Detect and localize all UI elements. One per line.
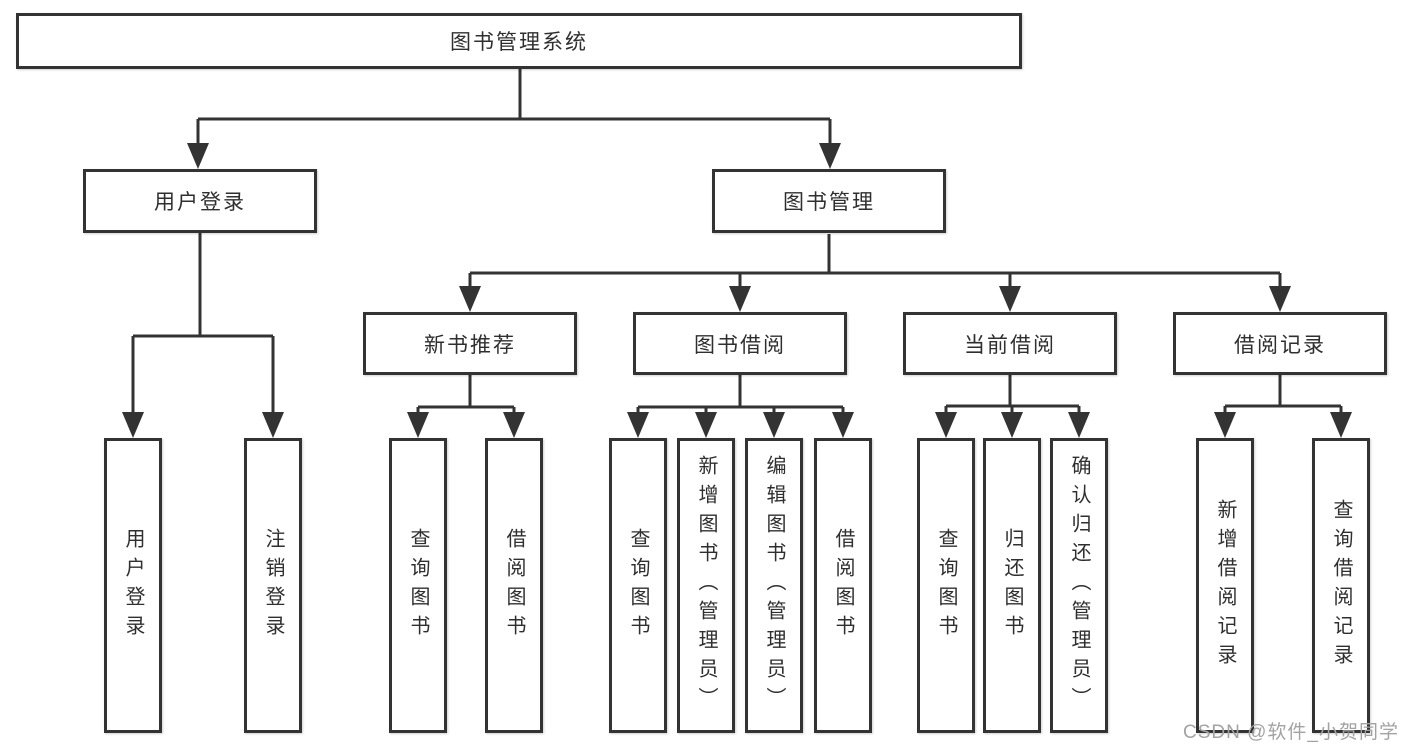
node-label: 查询图书 [935,527,957,644]
connector-book-borrow-to-leaves [627,375,854,438]
node-label: 确认归还（管理员） [1068,455,1090,716]
node-current-borrow: 当前借阅 [903,312,1117,375]
node-label: 借阅图书 [832,527,854,644]
node-user-login: 用户登录 [83,169,317,233]
leaf-logout: 注销登录 [244,438,302,733]
connector-user-login-to-leaves [122,233,284,438]
node-label: 当前借阅 [964,333,1056,357]
node-label: 编辑图书（管理员） [763,455,785,716]
node-borrow-records: 借阅记录 [1173,312,1387,375]
leaf-search-borrow-record: 查询借阅记录 [1312,438,1370,733]
node-label: 查询图书 [627,527,649,644]
node-label: 新书推荐 [424,333,516,357]
leaf-search-books-recommend: 查询图书 [389,438,447,733]
node-label: 用户登录 [154,191,246,214]
node-label: 查询借阅记录 [1330,498,1352,673]
leaf-add-borrow-record: 新增借阅记录 [1196,438,1254,733]
node-label: 图书管理 [783,191,875,214]
node-book-borrow: 图书借阅 [633,312,847,375]
connector-new-book-recommend-to-leaves [407,375,525,438]
node-label: 图书借阅 [694,333,786,357]
connector-root-to-level2 [187,69,841,169]
leaf-confirm-return-admin: 确认归还（管理员） [1050,438,1108,733]
connector-borrow-records-to-leaves [1214,375,1352,438]
node-label: 借阅记录 [1234,333,1326,357]
leaf-search-books-current: 查询图书 [917,438,975,733]
node-label: 注销登录 [262,527,284,644]
node-library-management-system: 图书管理系统 [16,13,1022,69]
connector-book-management-to-level3 [459,234,1291,312]
node-label: 用户登录 [122,527,144,644]
node-label: 图书管理系统 [450,31,588,54]
connector-current-borrow-to-leaves [935,375,1090,438]
node-label: 新增借阅记录 [1214,498,1236,673]
leaf-search-books-borrow: 查询图书 [609,438,667,733]
csdn-watermark: CSDN @软件_小贺同学 [1183,722,1399,743]
node-label: 新增图书（管理员） [695,455,717,716]
node-book-management: 图书管理 [712,169,946,233]
leaf-user-login: 用户登录 [104,438,162,733]
leaf-borrow-books-recommend: 借阅图书 [485,438,543,733]
node-label: 归还图书 [1001,527,1023,644]
leaf-borrow-books: 借阅图书 [814,438,872,733]
node-label: 借阅图书 [503,527,525,644]
node-new-book-recommend: 新书推荐 [363,312,577,375]
leaf-return-books: 归还图书 [983,438,1041,733]
leaf-add-books-admin: 新增图书（管理员） [677,438,735,733]
leaf-edit-books-admin: 编辑图书（管理员） [745,438,803,733]
node-label: 查询图书 [407,527,429,644]
